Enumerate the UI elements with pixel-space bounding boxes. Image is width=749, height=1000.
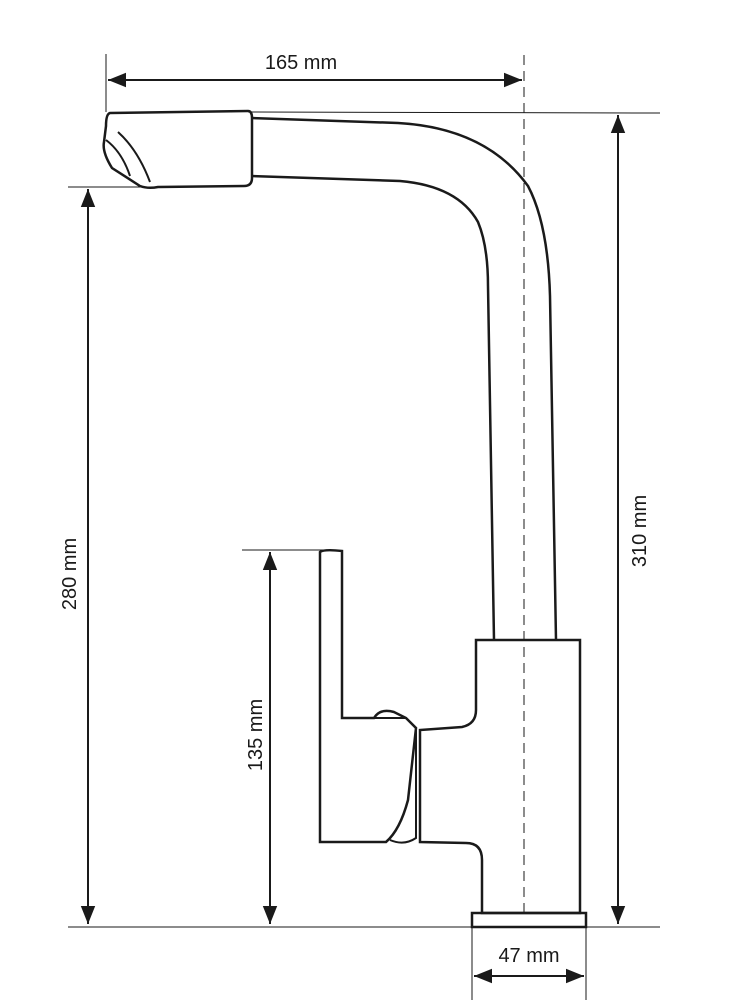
lever-handle	[318, 548, 418, 844]
base-diameter-label: 47 mm	[498, 945, 559, 967]
extension-lines	[68, 54, 661, 1000]
total-height-label: 310 mm	[629, 495, 651, 567]
dimension-lines	[80, 72, 626, 984]
outlet-height-label: 280 mm	[59, 538, 81, 610]
spout-nozzle	[102, 109, 254, 190]
spout-arm	[251, 116, 558, 641]
faucet-body	[418, 638, 582, 915]
lever-height-label: 135 mm	[245, 699, 267, 771]
spout-reach-label: 165 mm	[265, 52, 337, 74]
base-plate	[470, 911, 588, 929]
faucet-outline	[102, 55, 588, 929]
